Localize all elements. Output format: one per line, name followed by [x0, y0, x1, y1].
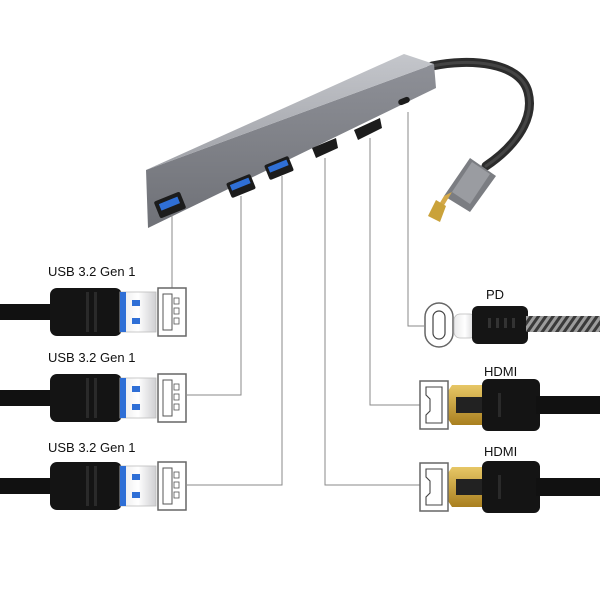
usb-c-hub	[146, 54, 534, 228]
usb-port-label-1: USB 3.2 Gen 1	[48, 264, 136, 279]
usb-c-cable	[453, 306, 600, 344]
usb-a-cable-1	[0, 288, 157, 336]
usb-a-port-outline-1	[157, 287, 187, 337]
hdmi-cable-1	[448, 379, 600, 431]
leader-hdmi-2	[324, 158, 420, 486]
hub-usb-port-1	[154, 192, 186, 218]
pd-connection	[424, 302, 600, 348]
usb-a-cable-2	[0, 374, 157, 422]
hdmi-port-outline-1	[419, 380, 449, 430]
hub-usb-port-2	[226, 174, 256, 198]
hdmi-port-outline-2	[419, 462, 449, 512]
usb-port-label-3: USB 3.2 Gen 1	[48, 440, 136, 455]
leader-usb-2	[187, 196, 242, 396]
leader-usb-3	[187, 176, 283, 486]
hdmi-port-label-2: HDMI	[484, 444, 518, 459]
leader-lines	[171, 112, 424, 486]
hub-hdmi-port-2	[354, 118, 382, 140]
usb-a-port-outline-3	[157, 461, 187, 511]
usb-port-label-2: USB 3.2 Gen 1	[48, 350, 136, 365]
leader-pd	[407, 112, 424, 327]
hub-top	[146, 54, 434, 170]
hub-usbc-port	[398, 96, 410, 106]
leader-hdmi-1	[369, 138, 420, 406]
pd-port-label: PD	[486, 287, 505, 302]
hdmi-cable-2	[448, 461, 600, 513]
hub-hdmi-port-1	[312, 138, 338, 158]
hdmi-port-label-1: HDMI	[484, 364, 518, 379]
usb-c-plug	[428, 158, 496, 222]
hub-cable	[427, 57, 534, 171]
hub-front	[146, 64, 436, 228]
usb-c-port-outline	[424, 302, 454, 348]
usb-a-cable-3	[0, 462, 157, 510]
usb-a-port-outline-2	[157, 373, 187, 423]
hub-usb-port-3	[264, 156, 294, 180]
